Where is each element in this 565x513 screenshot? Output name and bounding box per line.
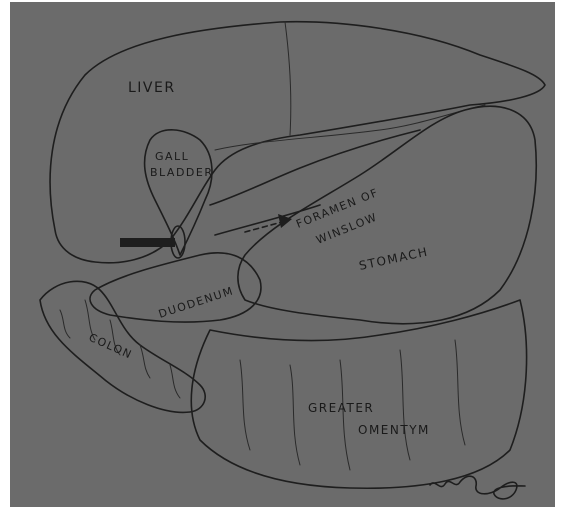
- label-bladder: BLADDER: [150, 166, 214, 179]
- foramen-passage-upper: [210, 130, 420, 205]
- greater-omentum-outline: [191, 300, 526, 488]
- gall-bladder-outline: [145, 130, 212, 255]
- label-liver: LIVER: [128, 80, 176, 96]
- label-colon: COLON: [87, 331, 135, 362]
- label-duodenum: DUODENUM: [157, 284, 236, 321]
- label-omentum: OMENTYM: [358, 423, 430, 437]
- label-gall: GALL: [155, 150, 189, 163]
- liver-fissure: [285, 22, 291, 135]
- arrow-shaft: [120, 238, 175, 247]
- liver-lower-edge: [215, 105, 485, 150]
- label-greater: GREATER: [308, 401, 374, 415]
- artist-signature: [430, 476, 525, 499]
- label-stomach: STOMACH: [358, 245, 430, 273]
